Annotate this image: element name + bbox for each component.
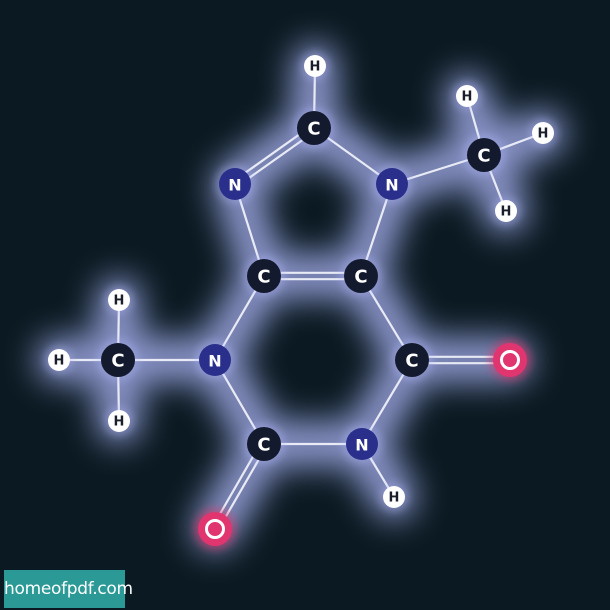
oxygen-symbol xyxy=(205,519,225,539)
atom-label: H xyxy=(538,127,549,142)
atom-circle xyxy=(304,55,326,77)
atom-circle xyxy=(395,343,429,377)
atom-circle xyxy=(467,138,501,172)
atom-label: N xyxy=(208,352,221,371)
atom-label: H xyxy=(114,294,125,309)
atom-h-m9-b: H xyxy=(528,118,558,148)
atom-circle xyxy=(532,122,554,144)
atom-circle xyxy=(247,427,281,461)
atom-n1: N xyxy=(342,424,382,464)
atom-circle xyxy=(101,343,135,377)
atom-n9: N xyxy=(372,164,412,204)
atom-circle xyxy=(198,512,232,546)
atom-c-methyl-3: C xyxy=(97,339,139,381)
atom-label: H xyxy=(54,354,65,369)
atom-h-m3-a: H xyxy=(104,285,134,315)
atom-label: H xyxy=(462,90,473,105)
atom-circle xyxy=(219,168,251,200)
watermark-badge: homeofpdf.com xyxy=(4,570,133,608)
atom-o2 xyxy=(194,508,236,550)
atom-c5: C xyxy=(243,255,285,297)
atom-circle xyxy=(247,259,281,293)
atom-label: C xyxy=(257,267,270,288)
atom-label: N xyxy=(228,176,241,195)
atom-c6: C xyxy=(391,339,433,381)
atom-circle xyxy=(344,259,378,293)
atom-h-c8: H xyxy=(300,51,330,81)
atom-circle xyxy=(495,200,517,222)
caffeine-molecule: H C N N C H H H C C N C C N H C H H H xyxy=(36,43,566,552)
atom-circle xyxy=(376,168,408,200)
atom-label: C xyxy=(257,435,270,456)
atom-label: C xyxy=(477,146,490,167)
atom-label: H xyxy=(114,415,125,430)
atom-o6 xyxy=(489,339,531,381)
atom-label: H xyxy=(310,60,321,75)
atom-c4: C xyxy=(340,255,382,297)
atom-circle xyxy=(297,111,331,145)
atom-circle xyxy=(199,344,231,376)
atom-circle xyxy=(108,410,130,432)
atom-label: C xyxy=(405,351,418,372)
atom-h-m3-c: H xyxy=(104,406,134,436)
atom-circle xyxy=(456,85,478,107)
atom-n3: N xyxy=(195,340,235,380)
atom-h-m9-a: H xyxy=(452,81,482,111)
oxygen-symbol xyxy=(500,350,520,370)
atom-circle xyxy=(108,289,130,311)
atom-label: H xyxy=(389,491,400,506)
atom-circle xyxy=(493,343,527,377)
atom-label: H xyxy=(501,205,512,220)
atom-h-m3-b: H xyxy=(44,345,74,375)
atom-c-methyl-9: C xyxy=(463,134,505,176)
atom-circle xyxy=(346,428,378,460)
atom-label: C xyxy=(307,119,320,140)
atom-group: H C N N C H H H C C N C C N H C H H H xyxy=(44,51,558,550)
atom-label: C xyxy=(111,351,124,372)
atom-n7: N xyxy=(215,164,255,204)
atom-h-m9-c: H xyxy=(491,196,521,226)
atom-h-n1: H xyxy=(379,482,409,512)
atom-label: N xyxy=(355,436,368,455)
atom-c2: C xyxy=(243,423,285,465)
atom-circle xyxy=(48,349,70,371)
atom-c8: C xyxy=(293,107,335,149)
atom-label: C xyxy=(354,267,367,288)
atom-circle xyxy=(383,486,405,508)
atom-label: N xyxy=(385,176,398,195)
